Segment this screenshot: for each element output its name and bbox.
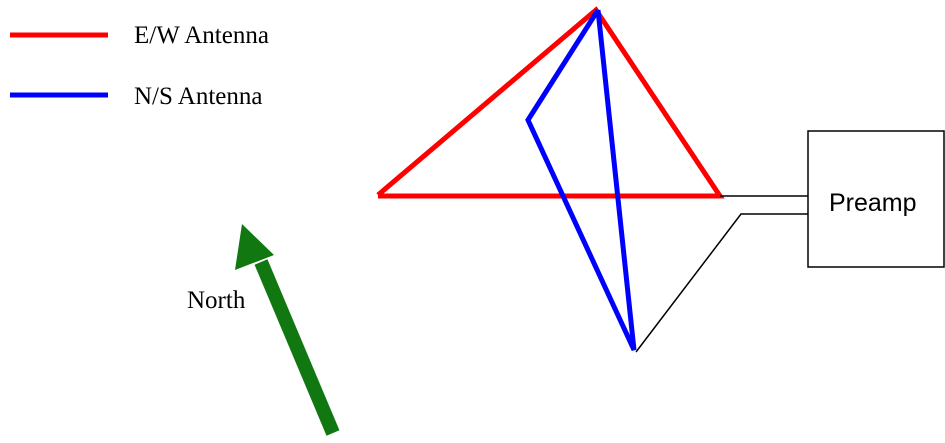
preamp: Preamp [807,130,945,268]
ew-antenna [376,6,725,199]
north-arrow: North [187,224,340,436]
north-label: North [187,287,246,314]
north-arrow-head [235,224,274,270]
preamp-box [807,130,945,268]
ns-antenna [525,8,637,352]
legend-ew-label: E/W Antenna [134,22,269,49]
ew-antenna-line [376,6,725,199]
feed-wires [635,195,808,353]
preamp-label: Preamp [829,189,917,217]
north-arrow-shaft [254,259,340,436]
legend-ns-label: N/S Antenna [134,83,262,110]
ns-antenna-line [525,8,637,352]
legend: E/W Antenna N/S Antenna [10,22,269,110]
ns-feed-wire [635,213,808,353]
